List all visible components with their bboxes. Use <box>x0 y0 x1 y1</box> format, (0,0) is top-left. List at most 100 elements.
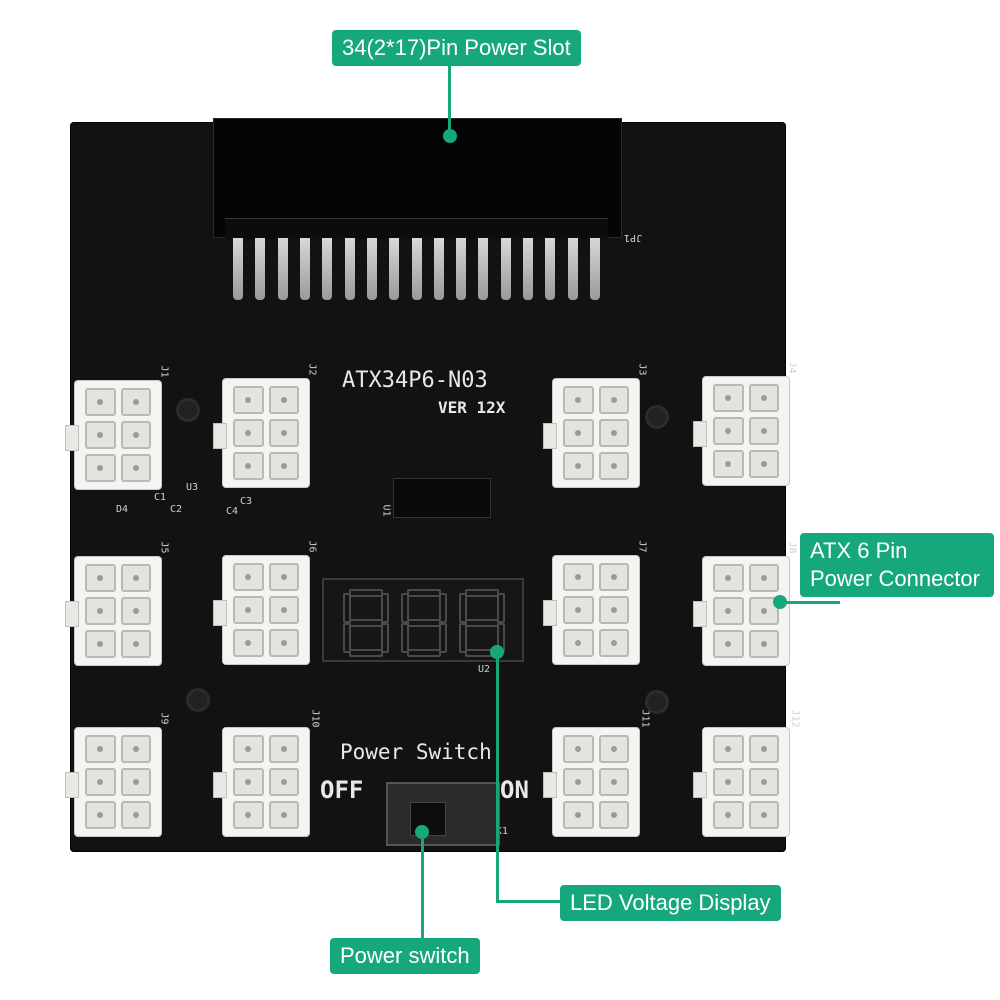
connector-pin <box>268 452 299 480</box>
callout-power-slot: 34(2*17)Pin Power Slot <box>332 30 581 66</box>
display-segment <box>407 649 441 657</box>
connector-pin <box>233 629 264 657</box>
connector-grid <box>85 735 151 829</box>
slot-pins <box>233 238 600 300</box>
display-segment <box>349 619 383 627</box>
atx-6pin-connector <box>213 727 310 837</box>
slot-pin <box>344 238 355 300</box>
display-segment <box>401 593 409 623</box>
connector-pin <box>563 629 594 657</box>
display-segment <box>343 593 351 623</box>
atx-6pin-connector <box>543 555 640 665</box>
connector-ref-label: J10 <box>309 709 321 728</box>
slot-pin <box>411 238 422 300</box>
connector-pin <box>268 768 299 796</box>
connector-ref-label: J6 <box>306 540 318 553</box>
connector-latch <box>213 600 227 626</box>
connector-pin <box>598 768 629 796</box>
connector-pin <box>85 801 116 829</box>
display-segment <box>465 619 499 627</box>
connector-grid <box>713 564 779 658</box>
connector-grid <box>233 735 299 829</box>
slot-pin <box>567 238 578 300</box>
connector-grid <box>713 735 779 829</box>
connector-ref-label: J1 <box>158 365 170 378</box>
connector-pin <box>713 417 744 445</box>
connector-latch <box>213 423 227 449</box>
connector-pin <box>120 768 151 796</box>
connector-pin <box>85 630 116 658</box>
power-switch-silk-label: Power Switch <box>340 740 492 764</box>
display-segment <box>349 589 383 597</box>
connector-latch <box>65 425 79 451</box>
connector-ref-label: J2 <box>306 363 318 376</box>
connector-pin <box>85 421 116 449</box>
ref-c3: C3 <box>240 496 253 507</box>
connector-latch <box>693 772 707 798</box>
connector-pin <box>268 386 299 414</box>
connector-ref-label: J9 <box>158 712 170 725</box>
connector-pin <box>233 735 264 763</box>
ref-c2: C2 <box>170 504 183 515</box>
ref-c4: C4 <box>226 506 239 517</box>
connector-pin <box>713 801 744 829</box>
connector-pin <box>85 735 116 763</box>
slot-pin <box>389 238 400 300</box>
callout-line-switch <box>421 832 424 940</box>
connector-latch <box>693 421 707 447</box>
connector-ref-label: J5 <box>158 541 170 554</box>
callout-power-switch: Power switch <box>330 938 480 974</box>
slot-pin <box>433 238 444 300</box>
callout-line-led-v <box>496 652 499 902</box>
connector-pin <box>268 735 299 763</box>
slot-pin <box>255 238 266 300</box>
connector-grid <box>713 384 779 478</box>
display-segment <box>343 623 351 653</box>
connector-pin <box>85 454 116 482</box>
callout-dot-slot <box>443 129 457 143</box>
connector-ref-label: J11 <box>639 709 651 728</box>
connector-pin <box>233 768 264 796</box>
display-segment <box>349 649 383 657</box>
callout-dot-switch <box>415 825 429 839</box>
slot-pin <box>277 238 288 300</box>
connector-pin <box>563 768 594 796</box>
power-switch[interactable] <box>386 782 500 846</box>
connector-pin <box>233 801 264 829</box>
connector-pin <box>598 596 629 624</box>
display-segment <box>465 589 499 597</box>
connector-pin <box>748 384 779 412</box>
connector-pin <box>268 629 299 657</box>
slot-lip <box>225 218 608 239</box>
connector-latch <box>65 772 79 798</box>
connector-latch <box>543 600 557 626</box>
ref-c1: C1 <box>154 492 167 503</box>
connector-pin <box>713 564 744 592</box>
connector-pin <box>85 597 116 625</box>
connector-pin <box>748 450 779 478</box>
callout-atx-connector: ATX 6 Pin Power Connector <box>800 533 994 597</box>
connector-pin <box>268 596 299 624</box>
mounting-hole <box>186 688 210 712</box>
slot-pin <box>500 238 511 300</box>
connector-ref-label: J12 <box>789 709 801 728</box>
ref-d4: D4 <box>116 504 129 515</box>
callout-led-display: LED Voltage Display <box>560 885 781 921</box>
connector-pin <box>598 563 629 591</box>
connector-ref-label: J8 <box>786 541 798 554</box>
on-label: ON <box>500 776 529 804</box>
off-label: OFF <box>320 776 364 804</box>
slot-pin <box>545 238 556 300</box>
slot-ref-label: JP1 <box>624 232 643 243</box>
connector-latch <box>213 772 227 798</box>
callout-line-atx <box>780 601 840 604</box>
connector-pin <box>748 801 779 829</box>
slot-pin <box>322 238 333 300</box>
slot-pin <box>523 238 534 300</box>
connector-pin <box>120 735 151 763</box>
connector-pin <box>748 564 779 592</box>
display-digit <box>401 589 447 657</box>
slot-pin <box>590 238 600 300</box>
connector-latch <box>693 601 707 627</box>
display-segment <box>407 619 441 627</box>
